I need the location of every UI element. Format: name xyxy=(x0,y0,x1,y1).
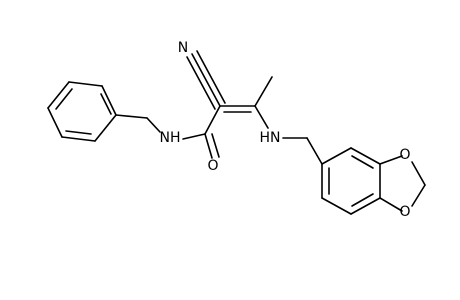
amine-linker xyxy=(282,137,323,165)
alkene-group xyxy=(219,76,273,129)
benzyl-linker xyxy=(115,114,161,133)
cyano-nitrogen-label: N xyxy=(178,40,188,56)
amide-oxygen-label: O xyxy=(207,158,218,174)
dioxole-oxygen-bottom-label: O xyxy=(399,204,410,220)
amine-hn-label: HN xyxy=(260,130,281,146)
dioxole-oxygen-top-label: O xyxy=(399,147,410,163)
phenyl-ring xyxy=(47,81,117,142)
amide-nh-label: NH xyxy=(160,130,181,146)
benzodioxole-ring xyxy=(321,147,381,215)
dioxole-ring xyxy=(379,155,426,212)
cyano-group xyxy=(186,50,226,135)
amide-group xyxy=(182,133,220,159)
